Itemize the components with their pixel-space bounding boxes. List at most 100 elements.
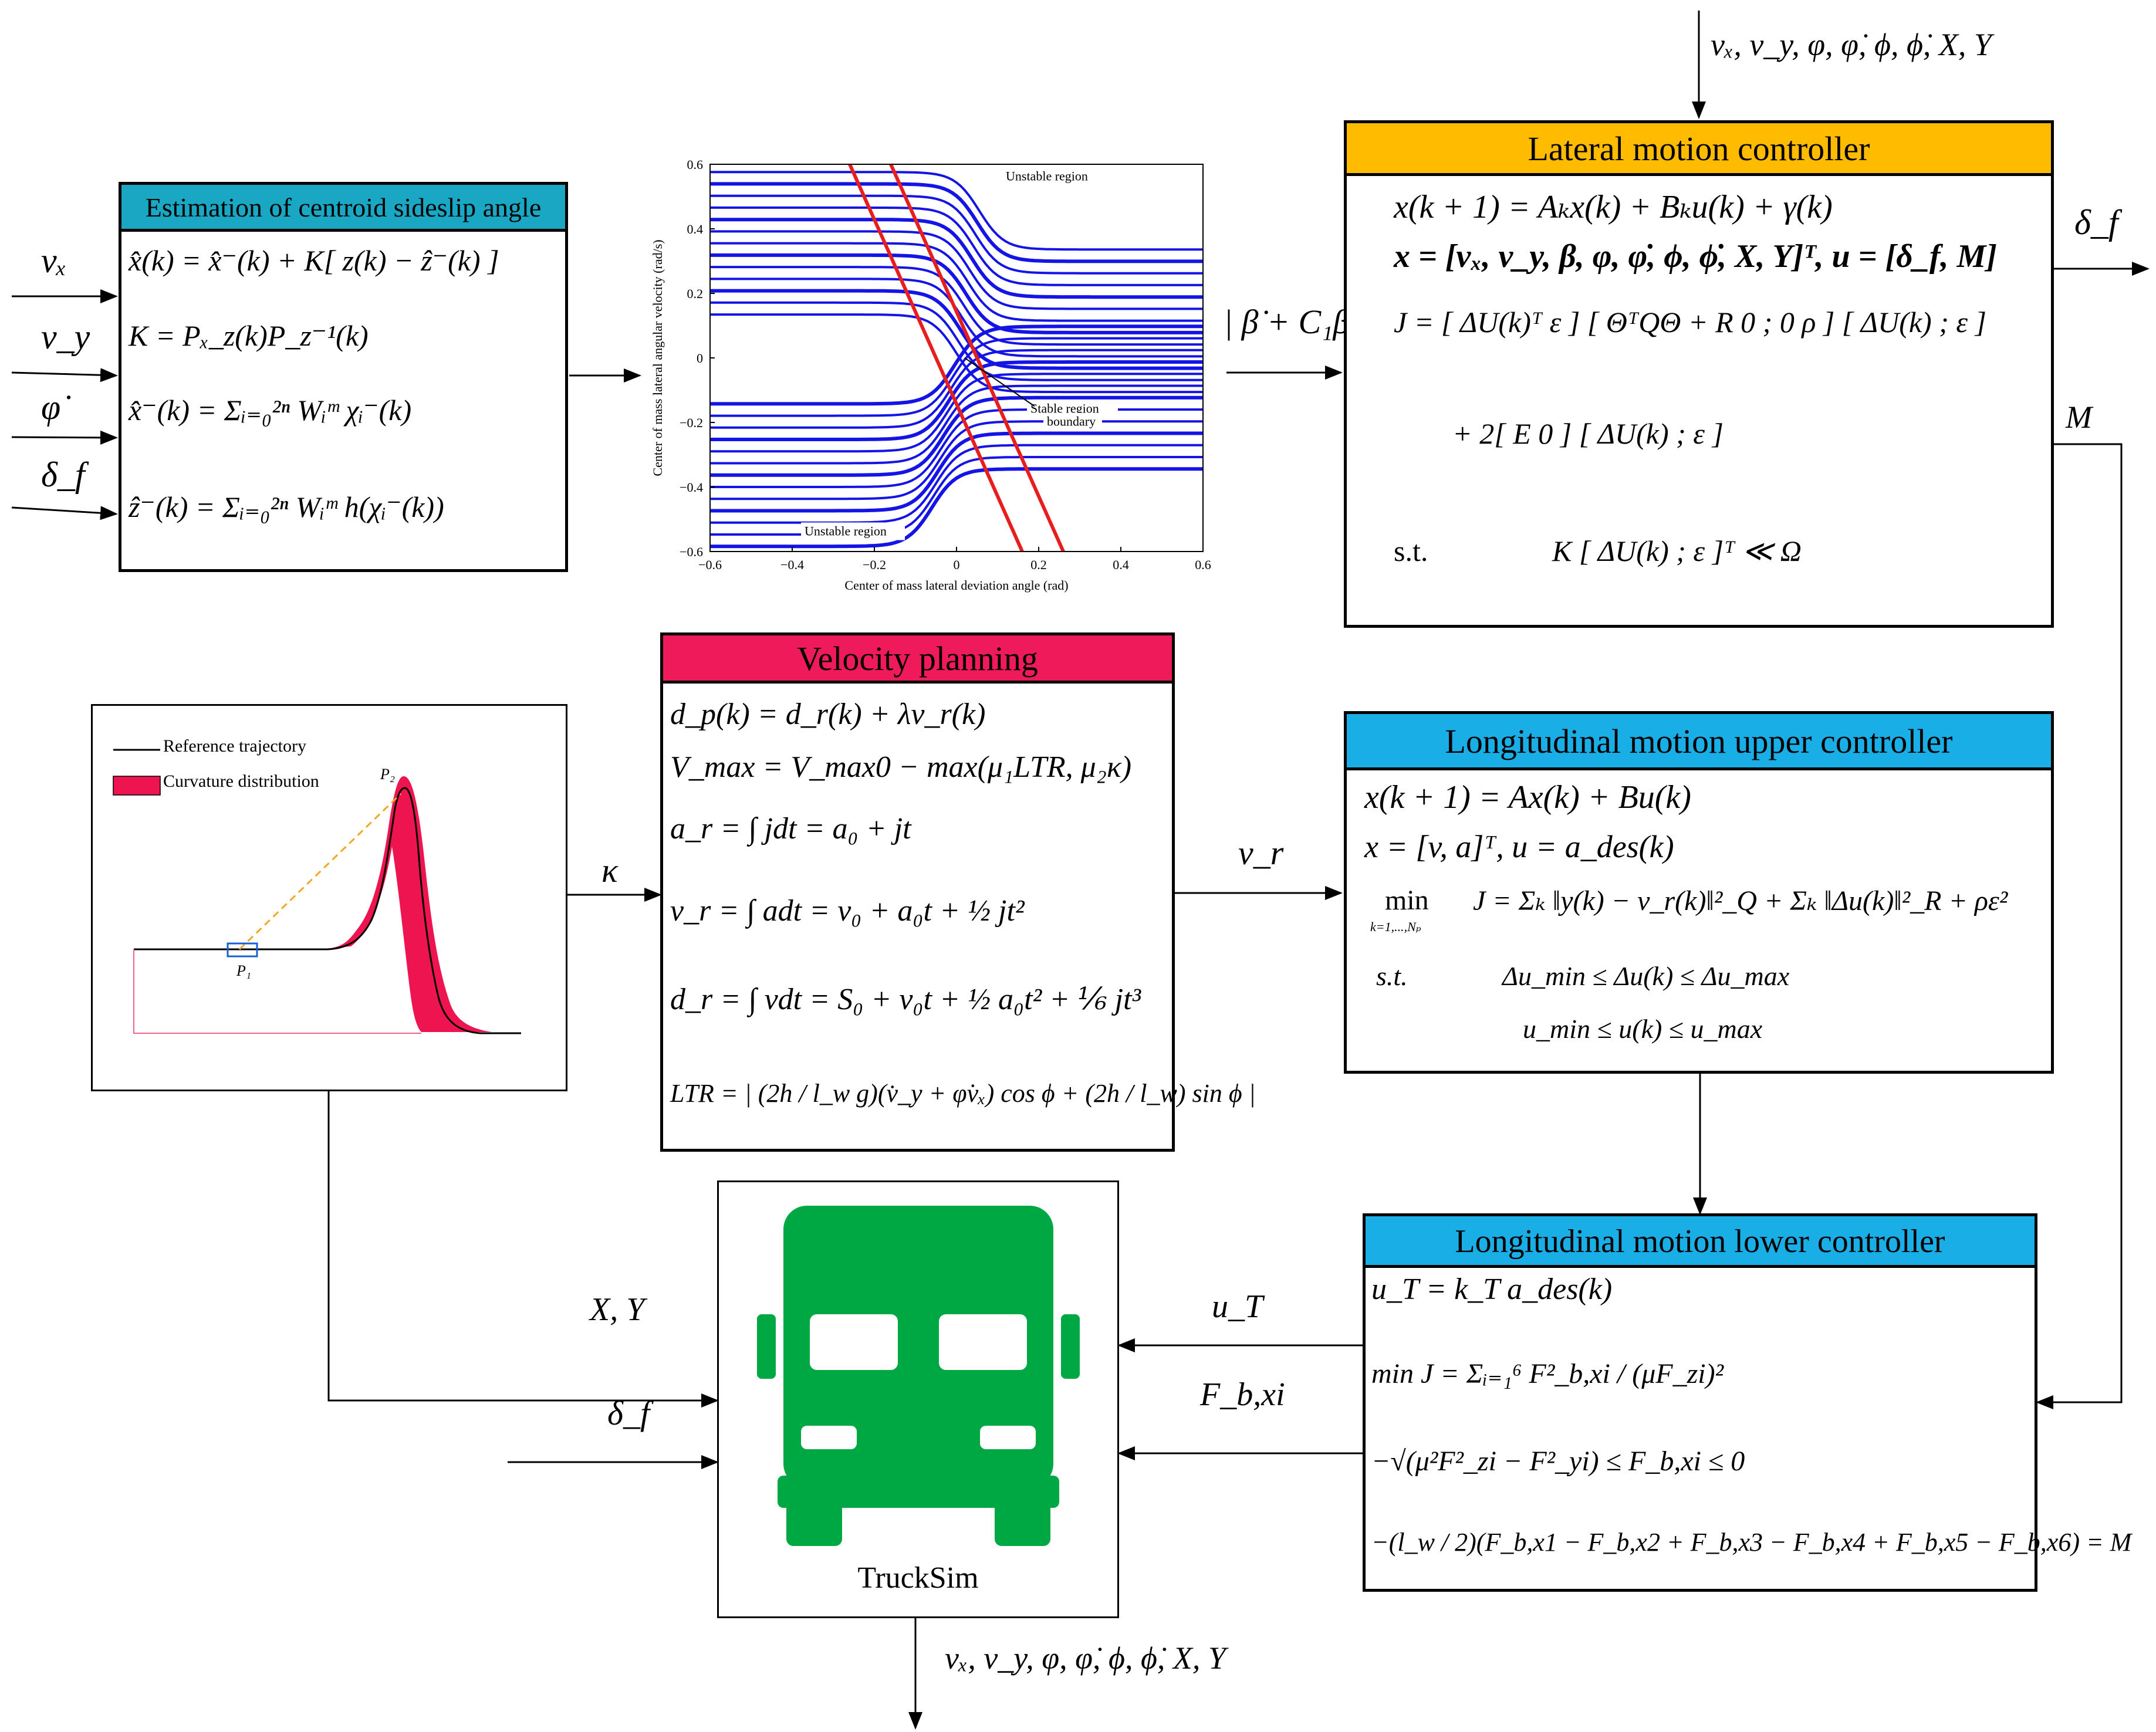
annotation-unstable-top-bg bbox=[1002, 167, 1106, 185]
velocity-eq-4: v_r = ∫ adt = v₀ + a₀t + ½ jt² bbox=[670, 894, 1025, 928]
kappa-label: κ bbox=[601, 851, 618, 889]
phase-trajectory bbox=[710, 408, 1203, 488]
upper-eq-4: Δu_min ≤ Δu(k) ≤ Δu_max bbox=[1502, 961, 1790, 991]
phase-trajectory bbox=[710, 242, 1203, 322]
phase-trajectory bbox=[710, 360, 1203, 441]
phase-trajectory bbox=[710, 230, 1203, 310]
phase-trajectory bbox=[710, 182, 1203, 263]
estimation-eq-4: ẑ⁻(k) = Σᵢ₌₀²ⁿ Wᵢᵐ h(χᵢ⁻(k)) bbox=[129, 490, 444, 523]
phase-trajectory bbox=[710, 206, 1203, 286]
phase-trajectory bbox=[710, 373, 1203, 453]
fb-label: F_b,xi bbox=[1200, 1376, 1285, 1413]
phidot-input-arrow bbox=[11, 430, 118, 445]
stable-pointer-line bbox=[964, 357, 1035, 407]
y-axis-label: Center of mass lateral angular velocity … bbox=[650, 239, 665, 476]
p2-label: P₂ bbox=[380, 766, 395, 783]
phase-trajectory bbox=[710, 301, 1203, 381]
truck-icon bbox=[757, 1206, 1080, 1546]
upper-st-label: s.t. bbox=[1376, 961, 1408, 991]
upper-title: Longitudinal motion upper controller bbox=[1347, 714, 2051, 770]
upper-eq-5: u_min ≤ u(k) ≤ u_max bbox=[1523, 1014, 1763, 1044]
lateral-top-input-label: vₓ, v_y, φ, φ̇, ϕ, ϕ̇, X, Y bbox=[1711, 27, 1992, 62]
phase-trajectory bbox=[710, 420, 1203, 500]
y-tick-label: −0.2 bbox=[680, 415, 703, 430]
legend-curvature-swatch bbox=[113, 776, 161, 796]
annotation-unstable-bottom-bg bbox=[801, 522, 905, 540]
phase-trajectory bbox=[710, 313, 1203, 394]
vy-input-arrow bbox=[11, 368, 118, 383]
y-tick-label: 0 bbox=[697, 351, 703, 366]
estimation-block: Estimation of centroid sideslip angle x̂… bbox=[119, 182, 568, 572]
y-tick-label: −0.4 bbox=[680, 480, 703, 495]
trucksim-output-label: vₓ, v_y, φ, φ̇, ϕ, ϕ̇, X, Y bbox=[945, 1640, 1226, 1676]
projection-dash bbox=[238, 793, 402, 950]
trucksim-block: TruckSim bbox=[717, 1180, 1119, 1618]
p1-label: P₁ bbox=[236, 962, 251, 979]
lower-controller-block: Longitudinal motion lower controller u_T… bbox=[1363, 1213, 2131, 1592]
lateral-eq-1: x(k + 1) = Aₖx(k) + Bₖu(k) + γ(k) bbox=[1394, 189, 1833, 225]
y-tick-label: 0.4 bbox=[687, 222, 704, 236]
x-tick-label: −0.2 bbox=[863, 557, 886, 572]
trajectory-plot: P₁ P₂ bbox=[113, 749, 521, 1034]
phase-trajectory bbox=[710, 349, 1203, 429]
velocity-title: Velocity planning bbox=[663, 635, 1172, 684]
phase-trajectory bbox=[710, 467, 1203, 549]
lower-eq-3: −√(μ²F²_zi − F²_yi) ≤ F_b,xi ≤ 0 bbox=[1371, 1446, 1745, 1477]
stability-boundary-left bbox=[848, 163, 1024, 553]
velocity-eq-6: LTR = | (2h / l_w g)(v̇_y + φ̇vₓ) cos ϕ … bbox=[670, 1079, 1256, 1108]
annotation-unstable-top: Unstable region bbox=[1006, 169, 1088, 184]
velocity-planning-block: Velocity planning d_p(k) = d_r(k) + λv_r… bbox=[660, 632, 1256, 1152]
annotation-unstable-bottom: Unstable region bbox=[805, 524, 887, 539]
lateral-eq-3: J = [ ΔU(k)ᵀ ε ] [ ΘᵀQΘ + R 0 ; 0 ρ ] [ … bbox=[1394, 306, 1987, 339]
phase-trajectories bbox=[710, 163, 1203, 553]
x-axis-label: Center of mass lateral deviation angle (… bbox=[844, 578, 1068, 593]
reference-trajectory-line bbox=[134, 787, 521, 1034]
legend-curvature-label: Curvature distribution bbox=[163, 772, 319, 791]
x-tick-label: 0.6 bbox=[1195, 557, 1211, 572]
y-tick-label: 0.6 bbox=[687, 157, 704, 172]
velocity-eq-1: d_p(k) = d_r(k) + λv_r(k) bbox=[670, 698, 986, 731]
xy-to-trucksim-wire bbox=[327, 1091, 719, 1408]
lower-eq-1: u_T = k_T a_des(k) bbox=[1371, 1273, 1613, 1306]
upper-controller-block: Longitudinal motion upper controller x(k… bbox=[1344, 711, 2054, 1074]
phase-trajectory bbox=[710, 444, 1203, 524]
x-tick-label: 0 bbox=[954, 557, 960, 572]
lower-baseline bbox=[133, 949, 421, 1034]
y-tick-label: −0.6 bbox=[680, 544, 703, 559]
phase-trajectory bbox=[710, 194, 1203, 275]
annotation-stable-boundary-bg bbox=[1043, 412, 1102, 431]
lateral-title: Lateral motion controller bbox=[1347, 123, 2051, 176]
phase-trajectory bbox=[710, 431, 1203, 513]
m-feedback-wire bbox=[2036, 443, 2123, 1409]
trucksim-deltaf-label: δ_f bbox=[607, 1394, 650, 1432]
estimation-eq-2: K = Pₓ_z(k)P_z⁻¹(k) bbox=[129, 319, 369, 352]
lateral-deltaf-output-label: δ_f bbox=[2074, 203, 2118, 242]
phase-trajectory bbox=[710, 395, 1203, 477]
vr-label: v_r bbox=[1238, 834, 1284, 872]
input-phidot-label: φ̇ bbox=[41, 388, 61, 427]
upper-min-subscript: k=1,...,Nₚ bbox=[1370, 919, 1421, 934]
phase-trajectory bbox=[710, 324, 1203, 406]
xy-label: X, Y bbox=[590, 1291, 645, 1328]
ut-label: u_T bbox=[1212, 1288, 1263, 1325]
lateral-controller-block: Lateral motion controller x(k + 1) = Aₖx… bbox=[1344, 120, 2054, 628]
curvature-distribution-area bbox=[327, 776, 492, 1032]
estimation-eq-1: x̂(k) = x̂⁻(k) + K[ z(k) − ẑ⁻(k) ] bbox=[129, 244, 499, 277]
deltaf-input-arrow bbox=[11, 506, 118, 520]
velocity-eq-3: a_r = ∫ jdt = a₀ + jt bbox=[670, 812, 911, 845]
legend-reference-label: Reference trajectory bbox=[163, 736, 306, 756]
phase-trajectory bbox=[710, 337, 1203, 417]
input-vx-label: vₓ bbox=[41, 241, 67, 280]
phase-trajectory bbox=[710, 289, 1203, 370]
p1-marker bbox=[227, 942, 258, 958]
input-vy-label: v_y bbox=[41, 317, 90, 356]
lateral-st-label: s.t. bbox=[1394, 535, 1428, 567]
x-tick-label: −0.6 bbox=[698, 557, 722, 572]
phase-trajectory bbox=[710, 218, 1203, 299]
lateral-input-label: | β̇ + C₁β | bbox=[1224, 303, 1368, 341]
lower-eq-2: min J = Σᵢ₌₁⁶ F²_b,xi / (μF_zi)² bbox=[1371, 1358, 1724, 1389]
y-tick-label: 0.2 bbox=[687, 286, 704, 301]
